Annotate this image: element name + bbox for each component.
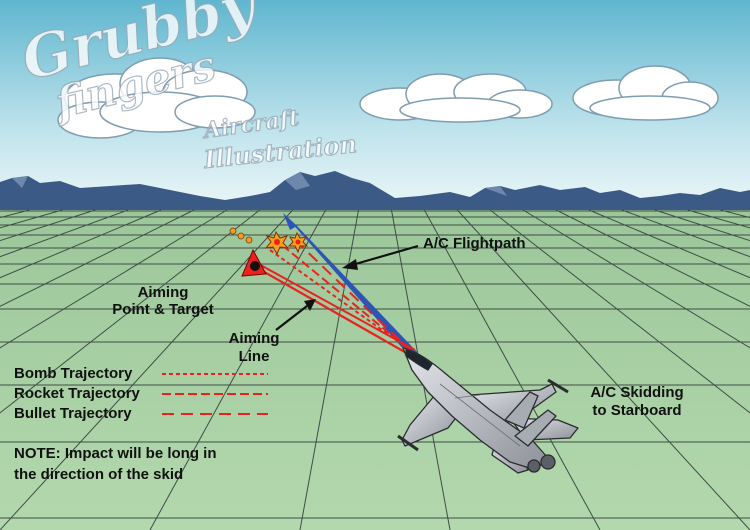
flightpath-line [283,213,420,359]
skid-label-line2: to Starboard [592,402,681,419]
legend-label-bullet: Bullet Trajectory [14,405,132,422]
grid-line-converging [0,209,228,349]
ground [0,210,750,530]
grid-line-converging [0,209,261,414]
cloud-right [572,65,719,121]
explosion-icon [264,230,290,256]
aiming-line-label-line2: Line [239,348,270,365]
grid-line-converging [0,209,162,279]
pointer-arrows [275,244,419,331]
fighter-jet-icon [397,347,579,474]
grid-line-converging [588,209,750,279]
clouds [57,57,719,139]
aiming-lines [251,239,416,356]
explosion-icon [287,231,309,254]
grid-line-converging [149,209,327,530]
grid-line-converging [489,209,750,414]
bullet-trajectory-line [294,239,415,355]
target-triangle-icon [241,248,267,277]
aiming-line [251,264,411,356]
bomb-dots [229,227,253,244]
mountain-range [0,171,750,215]
skid-label-line1: A/C Skidding [590,384,683,401]
grid-line-converging [0,209,294,530]
aiming-point-label-line2: Point & Target [112,301,213,318]
grid-line-converging [299,209,360,530]
legend-label-bomb: Bomb Trajectory [14,365,133,382]
note-line2: the direction of the skid [14,466,183,483]
grid-line-converging [555,209,750,307]
trajectory-legend: Bomb Trajectory Rocket Trajectory Bullet… [14,365,268,422]
note-line1: NOTE: Impact will be long in [14,445,217,462]
cloud-middle [359,73,553,123]
legend-label-rocket: Rocket Trajectory [14,385,141,402]
grid-line-converging [0,209,195,307]
grid-line-converging [522,209,750,349]
flightpath-pointer [342,244,419,270]
bomb-trajectory-line [269,249,411,351]
rocket-trajectory-line [281,244,413,353]
grid-line-converging [423,209,601,530]
cloud-left [57,57,256,139]
aiming-line-label-line1: Aiming [229,330,280,347]
aiming-line-pointer [275,299,316,331]
aiming-line-upper [254,261,416,351]
aiming-point-label-line1: Aiming [138,284,189,301]
flightpath-label: A/C Flightpath [423,235,525,252]
grid-line-converging [456,209,750,530]
